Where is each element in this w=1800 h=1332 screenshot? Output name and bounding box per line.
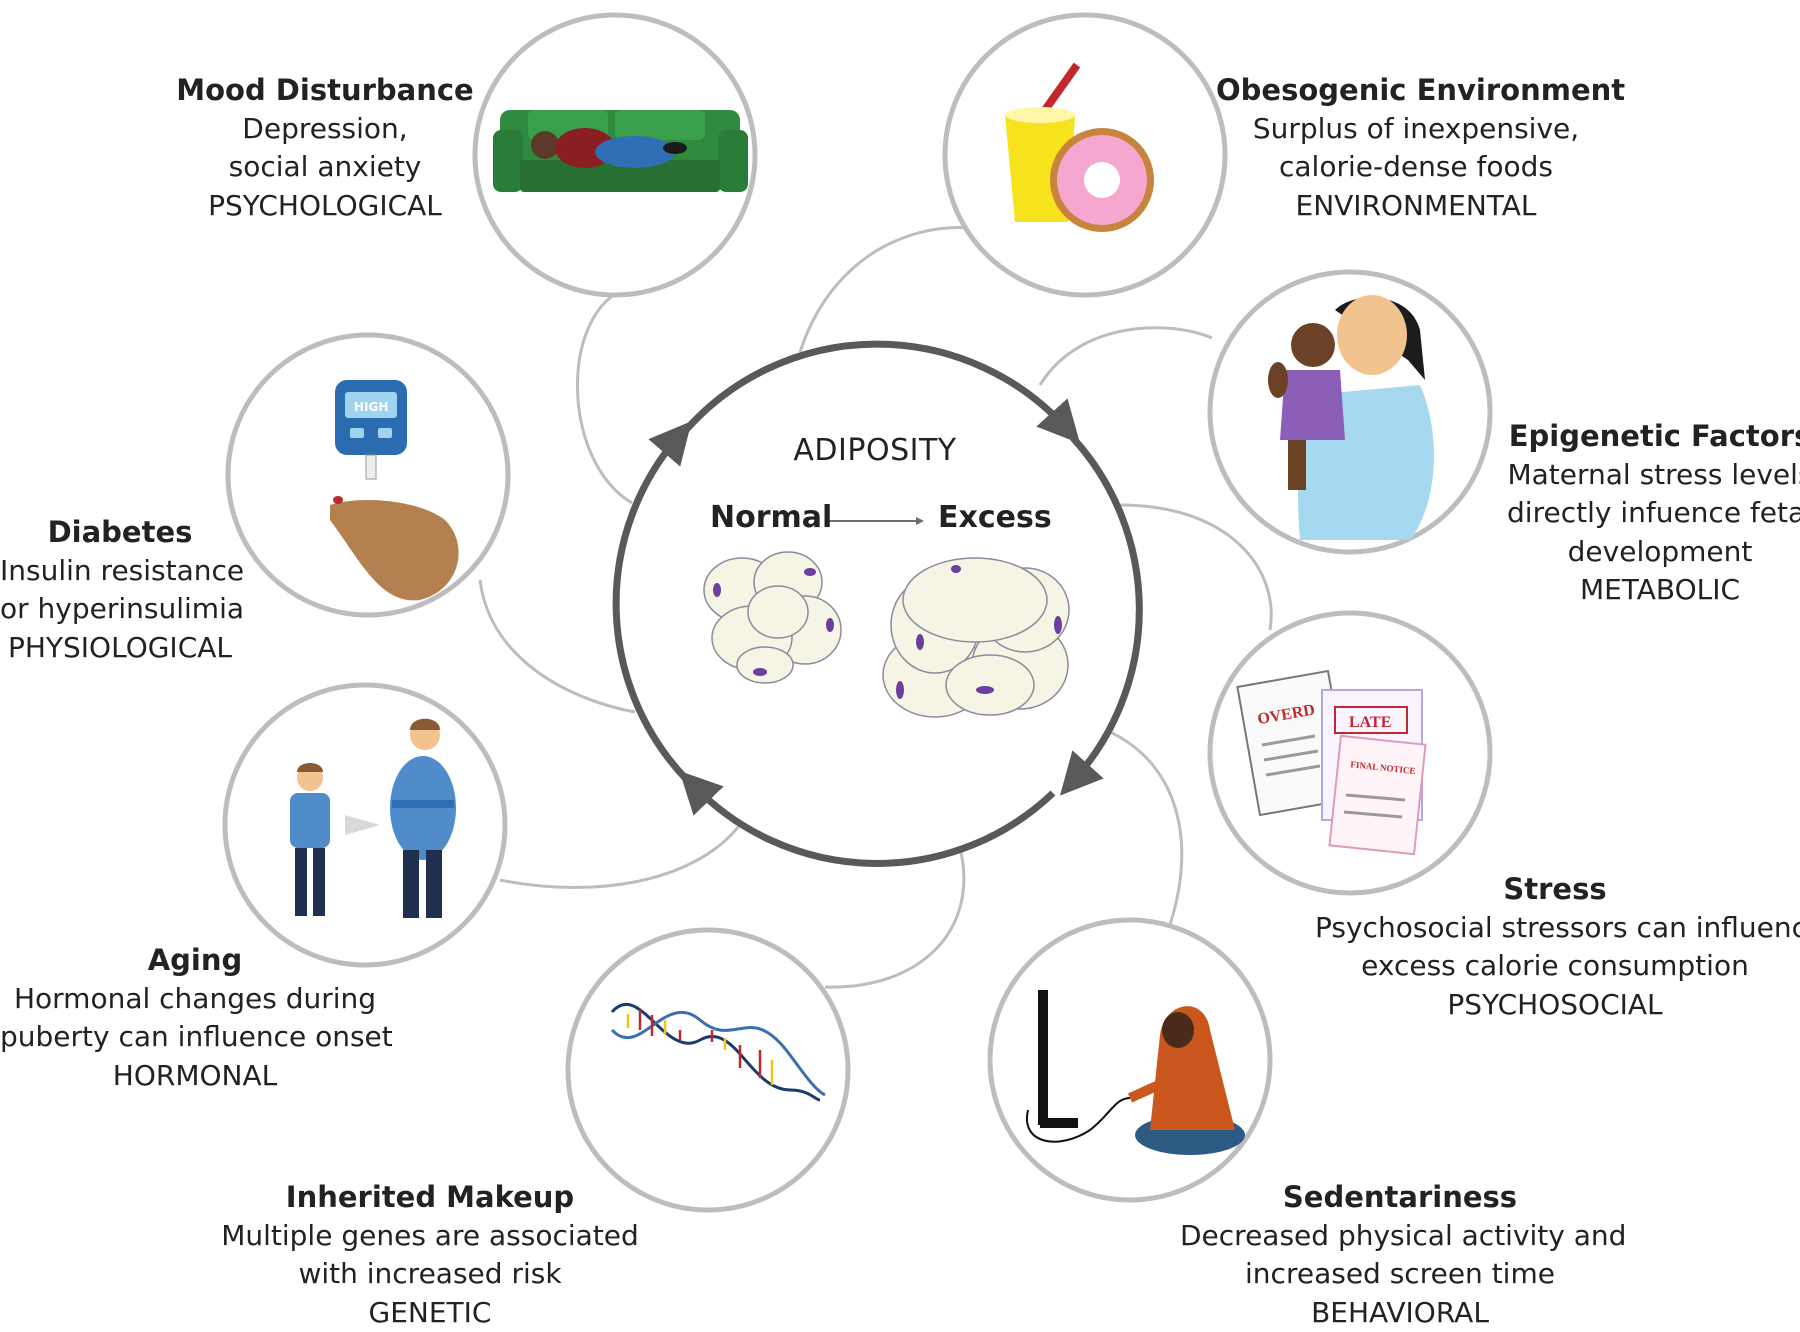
- factor-line: Insulin resistance: [0, 552, 240, 591]
- factor-mood-disturbance: Mood Disturbance Depression, social anxi…: [175, 71, 475, 225]
- connector-arc-aging: [500, 822, 742, 888]
- stage-label-excess: Excess: [938, 500, 1052, 535]
- factor-line: Decreased physical activity and: [1180, 1217, 1620, 1256]
- factor-line: directly infuence fetal: [1500, 494, 1800, 533]
- connector-arc-mood: [577, 288, 632, 503]
- factor-title: Sedentariness: [1180, 1178, 1620, 1217]
- factor-category: GENETIC: [220, 1294, 640, 1332]
- factor-category: ENVIRONMENTAL: [1216, 187, 1616, 226]
- factor-category: PHYSIOLOGICAL: [0, 629, 240, 668]
- normal-fat-cells: [704, 552, 841, 683]
- circle-sedentary: [990, 920, 1270, 1200]
- connector-arc-epigenetic: [1040, 328, 1212, 385]
- cycle-arc-1: [686, 344, 1066, 430]
- svg-text:HIGH: HIGH: [354, 400, 388, 414]
- factor-line: social anxiety: [175, 148, 475, 187]
- factor-line: Psychosocial stressors can influence: [1315, 909, 1795, 948]
- factor-inherited-makeup: Inherited Makeup Multiple genes are asso…: [220, 1178, 640, 1332]
- factor-line: Hormonal changes during: [0, 980, 390, 1019]
- factor-category: BEHAVIORAL: [1180, 1294, 1620, 1332]
- factor-title: Obesogenic Environment: [1216, 71, 1616, 110]
- factor-line: excess calorie consumption: [1315, 947, 1795, 986]
- cycle-arc-3: [694, 786, 1053, 863]
- factor-epigenetic: Epigenetic Factors Maternal stress level…: [1500, 417, 1800, 610]
- factor-line: puberty can influence onset: [0, 1018, 390, 1057]
- stage-label-normal: Normal: [710, 500, 832, 535]
- factor-title: Inherited Makeup: [220, 1178, 640, 1217]
- circle-genetic: [568, 930, 848, 1210]
- factor-title: Stress: [1315, 870, 1795, 909]
- factor-line: Surplus of inexpensive,: [1216, 110, 1616, 149]
- factor-obesogenic-environment: Obesogenic Environment Surplus of inexpe…: [1216, 71, 1616, 225]
- factor-title: Epigenetic Factors: [1500, 417, 1800, 456]
- diagram-center-title: ADIPOSITY: [730, 433, 1020, 468]
- factor-category: PSYCHOSOCIAL: [1315, 986, 1795, 1025]
- factor-line: Maternal stress levels: [1500, 456, 1800, 495]
- factor-title: Diabetes: [0, 513, 240, 552]
- connector-arc-diabetes: [480, 580, 635, 712]
- factor-line: calorie-dense foods: [1216, 148, 1616, 187]
- factor-aging: Aging Hormonal changes during puberty ca…: [0, 941, 390, 1095]
- factor-line: or hyperinsulimia: [0, 590, 240, 629]
- couch-depressed-person-icon: [493, 110, 748, 192]
- factor-line: Depression,: [175, 110, 475, 149]
- factor-title: Aging: [0, 941, 390, 980]
- factor-diabetes: Diabetes Insulin resistance or hyperinsu…: [0, 513, 240, 667]
- excess-fat-cells: [883, 558, 1069, 717]
- connector-arc-genetic: [825, 848, 964, 987]
- factor-line: with increased risk: [220, 1255, 640, 1294]
- factor-title: Mood Disturbance: [175, 71, 475, 110]
- cycle-arc-2: [1073, 438, 1139, 780]
- factor-stress: Stress Psychosocial stressors can influe…: [1315, 870, 1795, 1024]
- factor-category: HORMONAL: [0, 1057, 390, 1096]
- factor-category: PSYCHOLOGICAL: [175, 187, 475, 226]
- factor-line: Multiple genes are associated: [220, 1217, 640, 1256]
- factor-category: METABOLIC: [1500, 571, 1800, 610]
- svg-text:LATE: LATE: [1349, 714, 1391, 731]
- factor-line: increased screen time: [1180, 1255, 1620, 1294]
- factor-sedentariness: Sedentariness Decreased physical activit…: [1180, 1178, 1620, 1332]
- connector-arc-sedentary: [1110, 732, 1182, 925]
- cycle-arc-4: [616, 437, 688, 781]
- factor-line: development: [1500, 533, 1800, 572]
